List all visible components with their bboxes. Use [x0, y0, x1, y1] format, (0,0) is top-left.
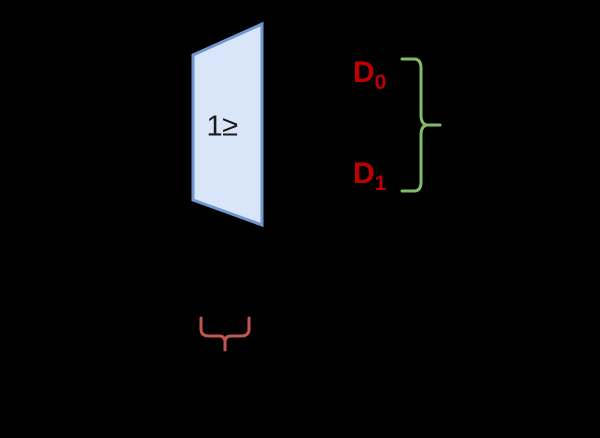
shape-label: 1≥: [206, 111, 238, 143]
vertical-brace-icon: [400, 57, 429, 193]
horizontal-brace-group: [199, 316, 251, 352]
dimension-label-d0-text: D: [353, 56, 375, 89]
dimension-label-d1-subscript: 1: [375, 172, 387, 195]
horizontal-brace-icon: [199, 316, 251, 344]
dimension-label-d1: D1: [353, 157, 387, 195]
dimension-label-d0-subscript: 0: [375, 71, 387, 94]
parallelogram-shape: [191, 21, 264, 228]
dimension-label-d1-text: D: [353, 157, 375, 190]
dimension-label-d0: D0: [353, 56, 386, 94]
vertical-brace-group: [400, 57, 442, 193]
